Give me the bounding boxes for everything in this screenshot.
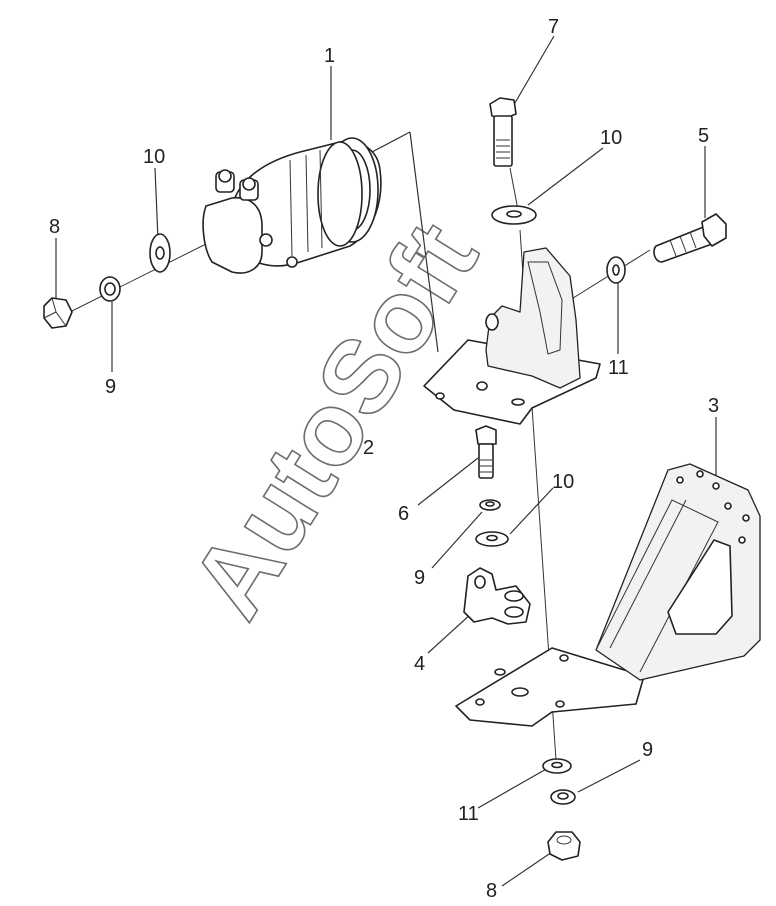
callout-5: 5	[698, 125, 709, 147]
watermark-text: AutoSoft	[169, 203, 500, 637]
washer-part-10-top	[491, 205, 537, 225]
callout-7: 7	[548, 16, 559, 38]
washer-part-10-mid	[475, 531, 509, 547]
callout-10-left: 10	[143, 146, 165, 168]
callout-9-bottom: 9	[642, 739, 653, 761]
lock-washer-part-9-left	[99, 276, 121, 302]
callout-1: 1	[324, 45, 335, 67]
nut-part-8-left	[43, 297, 73, 329]
callout-9-left: 9	[105, 376, 116, 398]
callout-8-left: 8	[49, 216, 60, 238]
support-bracket-part-3	[455, 463, 761, 727]
callout-6: 6	[398, 503, 409, 525]
washer-part-11-right	[606, 256, 626, 284]
callout-labels: 1 2 3 4 5 6 7 8 8 9 9 9 10 10 10 11 11	[49, 16, 719, 902]
washer-part-11-bottom	[542, 758, 572, 774]
callout-9-mid: 9	[414, 567, 425, 589]
clip-part-4	[463, 567, 531, 625]
callout-3: 3	[708, 395, 719, 417]
bolt-part-5	[653, 213, 727, 263]
bolt-part-7	[489, 97, 517, 167]
nut-part-8-bottom	[547, 831, 581, 861]
bolt-part-6	[475, 425, 497, 479]
callout-11-right: 11	[608, 357, 629, 379]
callout-10-mid: 10	[552, 471, 574, 493]
callout-8-bottom: 8	[486, 880, 497, 902]
washer-part-10-left	[149, 233, 171, 273]
lock-washer-part-9-bottom	[550, 789, 576, 805]
compressor-part-1	[202, 137, 382, 274]
callout-11-bottom: 11	[458, 803, 479, 825]
callout-10-top: 10	[600, 127, 622, 149]
callout-4: 4	[414, 653, 425, 675]
bracket-part-2	[423, 247, 601, 425]
lock-washer-part-9-mid	[479, 499, 501, 511]
callout-2: 2	[363, 437, 374, 459]
